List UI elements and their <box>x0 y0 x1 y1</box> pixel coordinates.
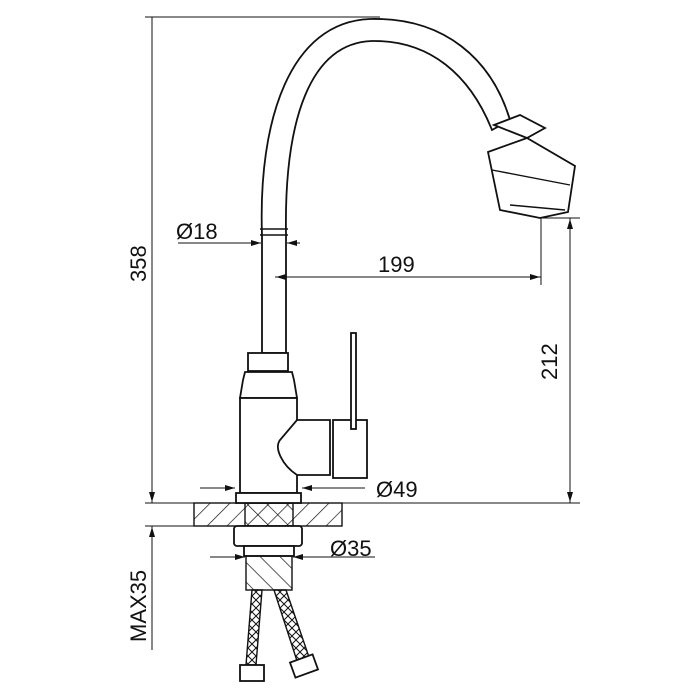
spout-height-dimension <box>541 217 580 503</box>
pipe-diameter-label: Ø18 <box>176 219 218 244</box>
hose-nut <box>288 653 320 679</box>
height-label: 358 <box>126 245 151 282</box>
reach-dimension <box>275 218 542 285</box>
spout-height-label: 212 <box>537 343 562 380</box>
base-diameter-label: Ø49 <box>376 477 418 502</box>
spray-head <box>486 114 576 219</box>
height-dimension <box>145 16 380 503</box>
max-thickness-label: MAX35 <box>126 570 151 642</box>
reach-label: 199 <box>378 252 415 277</box>
mounting-shank-section <box>244 502 294 527</box>
handle-lever <box>350 332 357 430</box>
mounting-fitting <box>233 525 303 591</box>
pipe-ring <box>260 228 288 236</box>
thread-diameter-label: Ø35 <box>330 536 372 561</box>
supply-hoses <box>239 589 320 682</box>
spout-pipe <box>260 18 512 354</box>
faucet-body <box>235 332 368 504</box>
hose-nut <box>239 664 265 682</box>
max-thickness-dimension <box>145 525 195 650</box>
